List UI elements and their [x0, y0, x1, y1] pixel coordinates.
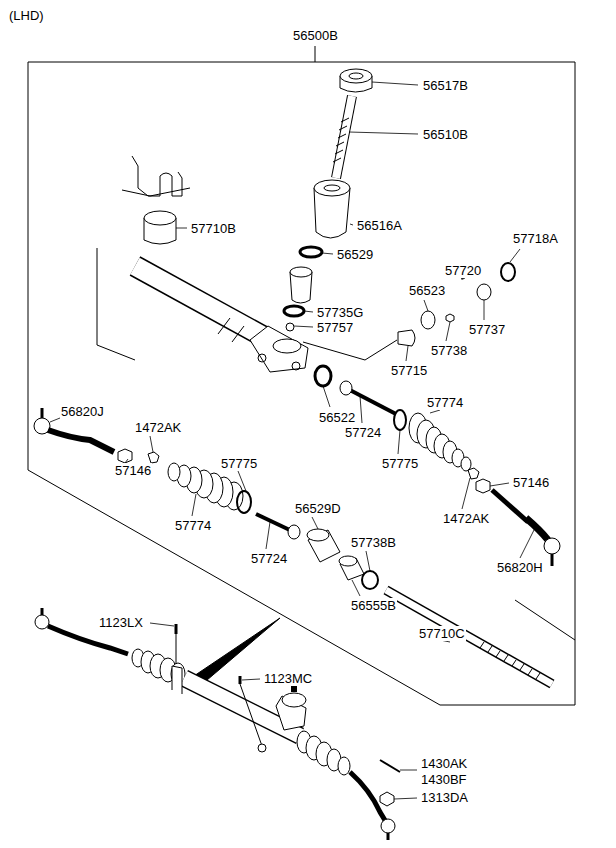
callout-number: 57720	[444, 263, 482, 278]
callout-number: 56522	[318, 410, 356, 425]
callout-number: 57737	[468, 322, 506, 337]
callout-number: 57775	[381, 456, 419, 471]
callout-number: 56529	[336, 247, 374, 262]
callout-number: 1430AK	[420, 756, 468, 771]
callout-number: 56555B	[350, 598, 397, 613]
callout-number: 57774	[426, 395, 464, 410]
callout-number: 57724	[250, 551, 288, 566]
variant-note: (LHD)	[8, 8, 45, 23]
callout-number: 57146	[512, 475, 550, 490]
callout-number: 56523	[408, 283, 446, 298]
callout-number: 57738	[430, 343, 468, 358]
callout-number: 57775	[220, 456, 258, 471]
callout-number: 57735G	[316, 305, 364, 320]
callout-number: 57710C	[418, 626, 466, 641]
callout-number: 57724	[344, 425, 382, 440]
callout-number: 56500B	[292, 28, 339, 43]
callout-number: 57146	[114, 463, 152, 478]
callout-number: 57715	[390, 363, 428, 378]
callout-number: 1472AK	[442, 511, 490, 526]
callout-number: 56516A	[356, 218, 403, 233]
callout-number: 57738B	[350, 535, 397, 550]
callout-number: 1430BF	[420, 772, 468, 787]
callout-number: 57710B	[190, 221, 237, 236]
callout-number: 1123LX	[98, 615, 144, 630]
callout-number: 56517B	[422, 78, 469, 93]
callout-number: 1472AK	[134, 420, 182, 435]
callout-number: 56820H	[496, 560, 544, 575]
callout-number: 57757	[316, 320, 354, 335]
callout-number: 56820J	[60, 404, 105, 419]
callout-number: 57718A	[512, 231, 559, 246]
callout-number: 56510B	[422, 127, 469, 142]
callout-number: 56529D	[294, 501, 342, 516]
callout-number: 1123MC	[263, 671, 313, 686]
callout-number: 1313DA	[420, 790, 469, 805]
callout-number: 57774	[174, 518, 212, 533]
